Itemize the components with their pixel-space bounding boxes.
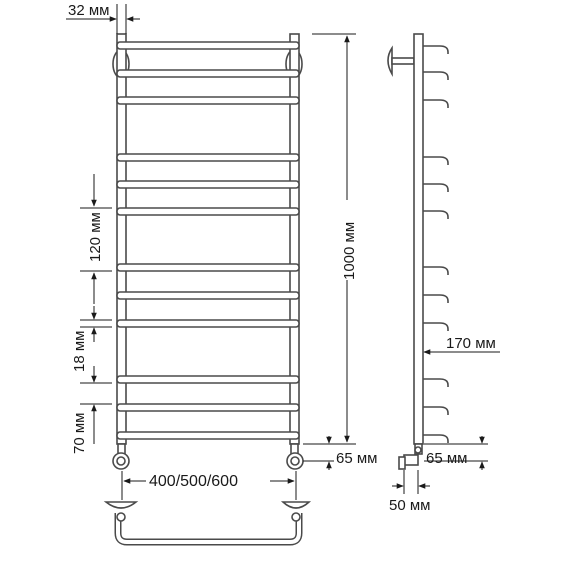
- rung: [116, 41, 300, 50]
- rung: [116, 431, 300, 440]
- rung: [116, 319, 300, 328]
- side-bottom-connector: [398, 443, 423, 470]
- rung-gap-small-label: 70 мм: [71, 413, 88, 454]
- bottom-right-connector: [286, 443, 304, 470]
- bottom-left-connector: [112, 443, 130, 470]
- rung: [116, 291, 300, 300]
- top-offset-label: 32 мм: [68, 2, 109, 19]
- left-plan-bracket: [103, 501, 139, 509]
- rung: [116, 403, 300, 412]
- rung: [116, 69, 300, 78]
- connector-depth-label: 50 мм: [389, 497, 430, 514]
- width-label: 400/500/600: [149, 473, 238, 490]
- right-plan-bracket: [280, 501, 312, 509]
- rung: [116, 207, 300, 216]
- side-vertical-tube: [413, 33, 424, 445]
- rungs: [116, 41, 300, 440]
- depth-label: 170 мм: [446, 335, 496, 352]
- rung-gap-large-label: 120 мм: [87, 212, 104, 262]
- side-wall-bracket: [387, 45, 393, 78]
- rung: [116, 153, 300, 162]
- dimension-labels: 32 мм 1000 мм 120 мм 18 мм 70 мм 65 мм 6…: [68, 2, 496, 514]
- rung: [116, 180, 300, 189]
- rung: [116, 375, 300, 384]
- rung: [116, 96, 300, 105]
- bottom-plan-view: [103, 501, 312, 546]
- side-rung-ends: [423, 45, 449, 443]
- bottom-offset-side-label: 65 мм: [426, 450, 467, 467]
- rung: [116, 263, 300, 272]
- height-label: 1000 мм: [341, 222, 358, 280]
- front-view: [112, 33, 304, 470]
- rung-thickness-label: 18 мм: [71, 331, 88, 372]
- dimension-lines: [66, 4, 500, 500]
- side-view: [387, 33, 449, 470]
- bottom-offset-front-label: 65 мм: [336, 450, 377, 467]
- plan-view-frame: [114, 513, 303, 546]
